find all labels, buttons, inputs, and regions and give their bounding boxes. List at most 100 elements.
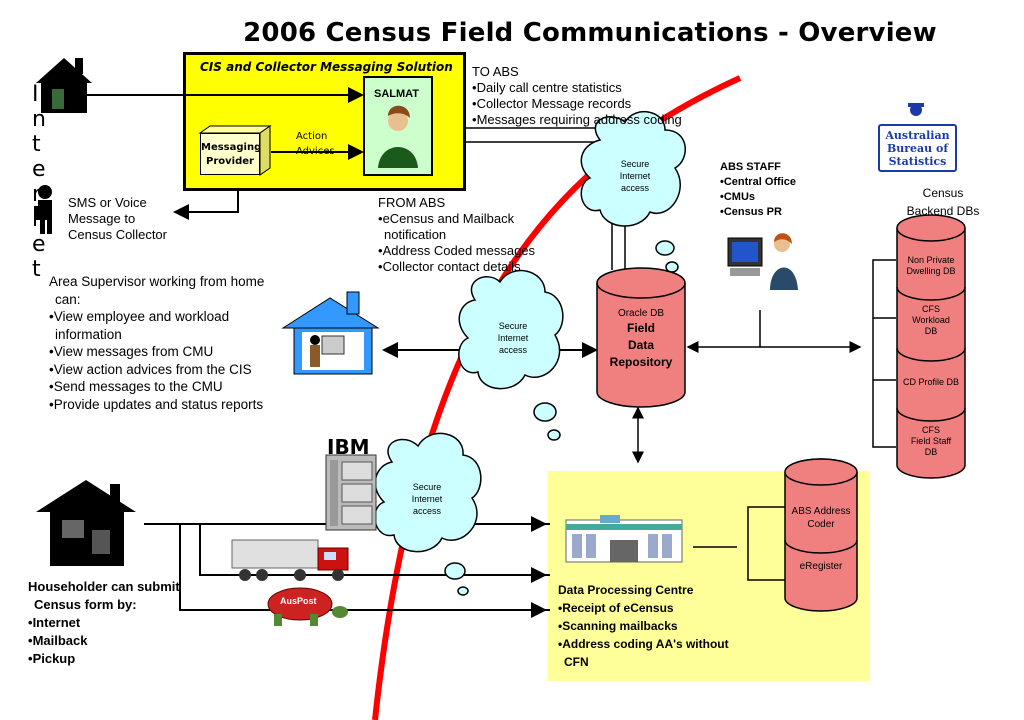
householder-pickup-line [179,524,547,618]
page-title: 2006 Census Field Communications - Overv… [243,18,937,48]
area-supervisor-item: View action advices from the CIS [49,361,264,379]
field-data-repository-line: Field [626,321,655,335]
abs-address-coder-label-top: ABS Address Coder [785,505,857,531]
db-cd-profile: CD Profile DB [895,377,967,388]
abs-logo-line: Australian [885,129,950,142]
dpc-item-cont: CFN [564,655,589,669]
cloud-bottom-label: Secure Internet access [396,481,458,517]
db-label-line: CFS [922,304,940,314]
db-label-line: Dwelling DB [906,266,956,276]
abs-staff-item: Central Office [720,175,796,190]
householder-item: Mailback [28,632,180,650]
house-icon-top [36,58,92,113]
cloud-line: access [412,506,441,516]
internet-letter: I [32,82,39,107]
auspost-label: AusPost [280,596,317,606]
area-supervisor-item-cont: information [55,326,122,342]
from-abs-list: FROM ABS eCensus and Mailback notificati… [378,195,535,275]
cloud-line: Secure [498,321,528,331]
db-label-line: Non Private [907,255,955,265]
messaging-provider-box: Messaging Provider [200,133,262,175]
salmat-label: SALMAT [374,88,420,100]
abs-staff-computer-icon [722,233,802,296]
householder-house-icon [36,480,136,566]
ibm-label: IBM [327,435,370,459]
area-supervisor-item: View messages from CMU [49,343,264,361]
census-backend-label: Census Backend DBs [898,184,988,220]
field-data-repository-line: Data [627,338,654,352]
oracle-db-type: Oracle DB [617,308,665,319]
to-abs-list: TO ABS Daily call centre statistics Coll… [472,64,682,128]
from-abs-item: eCensus and Mailback [378,211,535,227]
action-advices-label: Action Advices [296,129,335,159]
cis-box-title: CIS and Collector Messaging Solution [200,60,453,74]
householder-heading: Householder can submit [28,579,180,594]
db-label-line: DB [924,447,938,457]
mail-truck-icon [231,539,349,581]
dpc-item: Address coding AA's without [558,635,728,653]
db-non-private-dwelling: Non Private Dwelling DB [897,255,965,277]
internet-letter: n [32,107,46,132]
messaging-provider-line-1: Messaging [201,142,262,153]
cloud-bottom [374,432,482,596]
householder-mailback-line [199,524,547,583]
address-coder-line: Coder [807,519,835,530]
to-abs-heading: TO ABS [472,64,519,79]
area-supervisor-item: Send messages to the CMU [49,378,264,396]
area-supervisor-heading: Area Supervisor working from home [49,274,265,289]
internet-letter: r [32,182,42,207]
eregister-label-top: eRegister [799,561,843,572]
cloud-middle [458,269,564,441]
internet-letter: t [32,257,41,282]
messaging-provider-line-2: Provider [206,156,254,167]
field-data-repository-line: Repository [609,355,673,369]
internet-letter: t [32,132,41,157]
to-abs-item: Collector Message records [472,96,682,112]
db-label-line: Field Staff [910,436,952,446]
action-advices-line-1: Action [296,131,328,142]
data-processing-centre-list: Data Processing Centre Receipt of eCensu… [558,581,729,671]
address-coder-line: ABS Address [791,506,851,517]
oracle-db-cylinder [596,267,686,408]
cloud-line: access [498,345,527,355]
from-abs-heading: FROM ABS [378,195,446,210]
internet-letter: n [32,207,46,232]
internet-letter: e [32,232,46,257]
ibm-server-icon [325,454,377,531]
abs-staff-heading: ABS STAFF [720,161,781,173]
oracle-db-label: Oracle DB Field Data Repository [597,308,685,371]
db-label-line: CFS [922,425,940,435]
cloud-middle-label: Secure Internet access [482,320,544,356]
abs-crest-icon [908,103,924,116]
cloud-line: access [620,183,649,193]
area-supervisor-item: Provide updates and status reports [49,396,264,414]
db-label-line: CD Profile DB [902,377,959,387]
internet-letter: e [32,157,46,182]
cloud-line: Internet [497,333,529,343]
from-abs-item-cont: notification [384,227,447,242]
action-advices-line-2: Advices [296,146,335,157]
abs-logo: Australian Bureau of Statistics [875,110,960,172]
db-label-line: DB [924,326,938,336]
abs-staff-item: CMUs [720,190,796,205]
from-abs-item: Address Coded messages [378,243,535,259]
dpc-item: Scanning mailbacks [558,617,729,635]
collector-person-icon [34,185,52,234]
abs-staff-item: Census PR [720,205,796,220]
householder-item: Internet [28,614,180,632]
to-abs-item: Daily call centre statistics [472,80,682,96]
householder-item: Pickup [28,650,180,668]
householder-heading-cont: Census form by: [34,597,137,612]
area-supervisor-heading-cont: can: [55,291,81,307]
db-cfs-field-staff: CFS Field Staff DB [897,425,965,458]
from-abs-item: Collector contact details [378,259,535,275]
abs-staff-list: ABS STAFF Central Office CMUs Census PR [720,160,796,220]
sms-line: SMS or Voice [68,195,147,210]
census-backend-line: Census [922,186,964,200]
sms-line: Message to [68,211,136,226]
abs-logo-line: Statistics [888,155,947,168]
dpc-item: Receipt of eCensus [558,599,729,617]
cloud-line: Internet [619,171,651,181]
cloud-line: Secure [620,159,650,169]
internet-vertical-label: I n t e r n e t [32,82,46,282]
